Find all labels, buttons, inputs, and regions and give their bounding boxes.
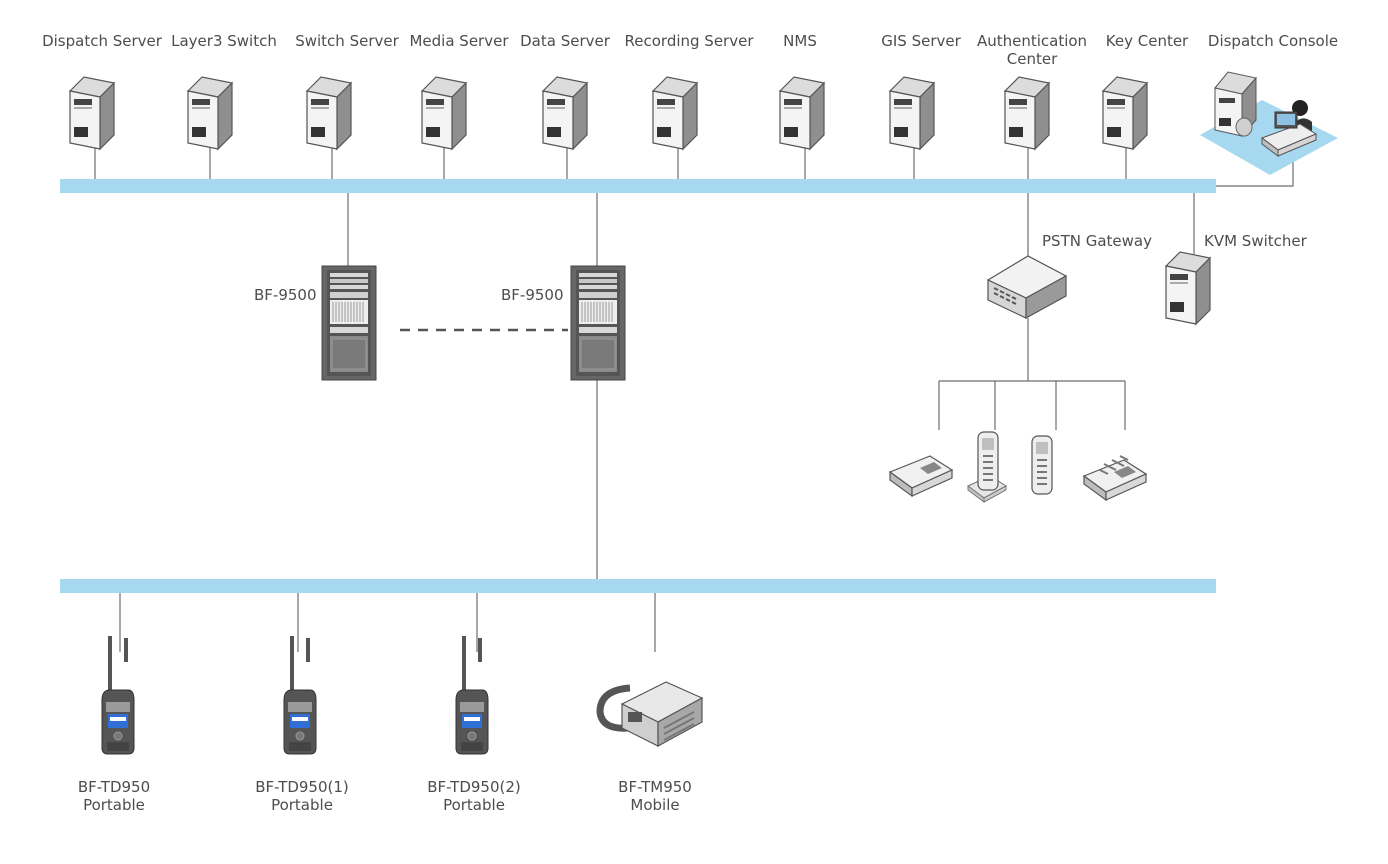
bf-td950-label: BF-TD950 Portable [77, 778, 151, 814]
bf-tm950-label: BF-TM950 Mobile [618, 778, 692, 814]
bf9500-left-label: BF-9500 [254, 286, 317, 304]
gis-server-icon [889, 76, 935, 150]
kvm-switcher-icon [1165, 251, 1211, 325]
bf9500-left-rack-icon [321, 265, 377, 381]
dispatch-console-label: Dispatch Console [1207, 32, 1339, 50]
layer3-switch-label: Layer3 Switch [171, 32, 277, 50]
cordless-handset-icon [1031, 435, 1053, 495]
dispatch-server-icon [69, 76, 115, 150]
data-server-icon [542, 76, 588, 150]
nms-label: NMS [783, 32, 817, 50]
pstn-gateway-label: PSTN Gateway [1042, 232, 1152, 250]
recording-server-icon [652, 76, 698, 150]
bf-td950-1-label: BF-TD950(1) Portable [255, 778, 349, 814]
authentication-center-icon [1004, 76, 1050, 150]
bf-td950-radio-icon [101, 635, 135, 755]
desk-phone-right-icon [1083, 455, 1147, 501]
bf-td950-2-label: BF-TD950(2) Portable [427, 778, 521, 814]
pstn-gateway-icon [986, 255, 1068, 320]
bf9500-right-label: BF-9500 [501, 286, 564, 304]
dispatch-server-label: Dispatch Server [42, 32, 162, 50]
kvm-switcher-label: KVM Switcher [1204, 232, 1307, 250]
bf-td950-1-radio-icon [283, 635, 317, 755]
key-center-label: Key Center [1105, 32, 1189, 50]
bf-tm950-mobile-radio-icon [596, 681, 704, 748]
recording-server-label: Recording Server [624, 32, 754, 50]
desk-phone-left-icon [889, 455, 953, 497]
lower-network-bus [60, 579, 1216, 593]
cordless-phone-base-icon [967, 431, 1007, 503]
authentication-center-label: Authentication Center [976, 32, 1088, 68]
nms-server-icon [779, 76, 825, 150]
upper-network-bus [60, 179, 1216, 193]
bf-td950-2-radio-icon [455, 635, 489, 755]
gis-server-label: GIS Server [881, 32, 961, 50]
key-center-icon [1102, 76, 1148, 150]
media-server-label: Media Server [409, 32, 509, 50]
switch-server-label: Switch Server [295, 32, 399, 50]
layer3-switch-icon [187, 76, 233, 150]
bf9500-right-rack-icon [570, 265, 626, 381]
server-connection-lines [94, 145, 1294, 652]
media-server-icon [421, 76, 467, 150]
dispatch-console-icon [1200, 71, 1338, 175]
data-server-label: Data Server [520, 32, 610, 50]
switch-server-icon [306, 76, 352, 150]
